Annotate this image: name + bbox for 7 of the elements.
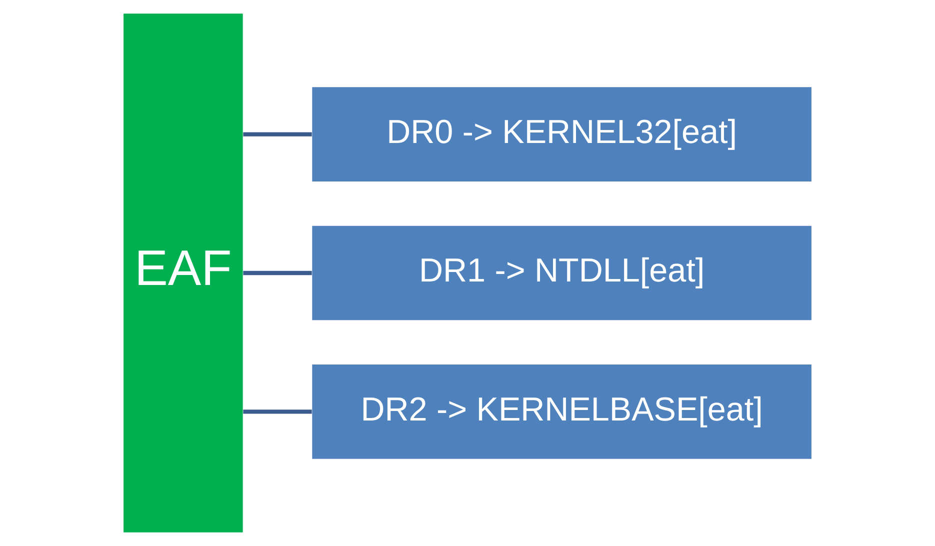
node-box: DR2 -> KERNELBASE[eat] xyxy=(312,364,812,459)
connector xyxy=(243,132,312,136)
node-box: DR1 -> NTDLL[eat] xyxy=(312,226,812,320)
node-box: DR0 -> KERNEL32[eat] xyxy=(312,87,812,182)
node-box: EAF xyxy=(124,14,243,532)
connector xyxy=(243,410,312,414)
connector xyxy=(243,270,312,276)
